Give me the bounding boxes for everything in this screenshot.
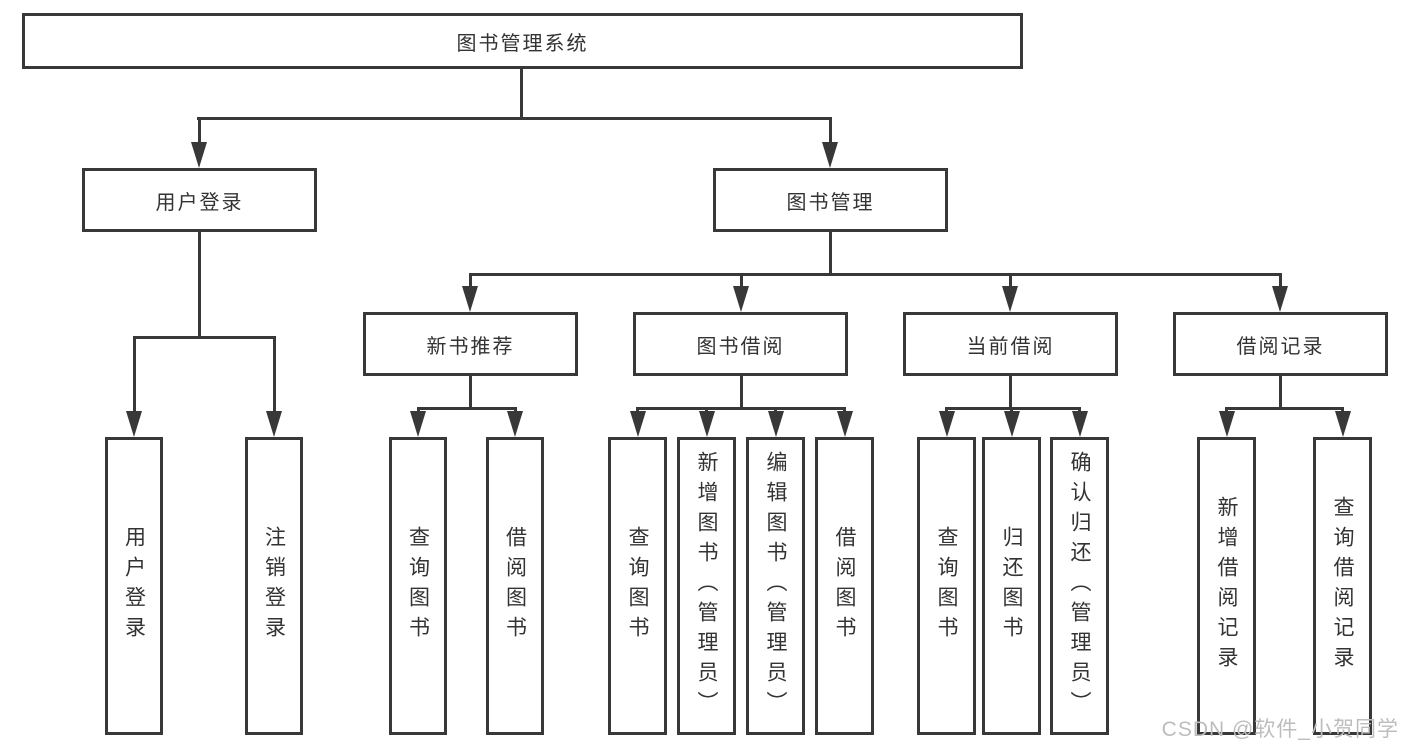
node-label: 确认归还（管理员）: [1068, 451, 1091, 721]
arrow-down-icon: [266, 411, 282, 437]
arrow-down-icon: [1334, 411, 1351, 437]
connector-line: [197, 117, 832, 120]
connector-line: [468, 273, 1282, 276]
leaf-records-query-record: 查询借阅记录: [1313, 437, 1372, 735]
connector-line: [1225, 407, 1343, 410]
arrow-down-icon: [507, 411, 523, 437]
node-label: 编辑图书（管理员）: [764, 451, 787, 721]
arrow-down-icon: [822, 142, 838, 168]
node-label: 图书管理: [786, 191, 875, 214]
connector-line: [636, 407, 639, 414]
node-label: 注销登录: [262, 526, 286, 646]
connector-line: [828, 117, 832, 147]
node-label: 图书借阅: [696, 335, 785, 358]
node-current-borrowing: 当前借阅: [903, 312, 1118, 376]
node-label: 新增图书（管理员）: [695, 451, 718, 721]
arrow-down-icon: [1272, 286, 1288, 312]
leaf-current-return-books: 归还图书: [982, 437, 1041, 735]
connector-line: [705, 407, 708, 414]
connector-line: [469, 376, 472, 410]
node-root-library-system: 图书管理系统: [22, 13, 1023, 69]
connector-line: [416, 407, 420, 414]
leaf-borrow-edit-books-admin: 编辑图书（管理员）: [746, 437, 805, 735]
connector-line: [132, 336, 276, 339]
leaf-current-query-books: 查询图书: [917, 437, 976, 735]
node-label: 查询图书: [935, 526, 958, 646]
arrow-down-icon: [767, 411, 784, 437]
node-book-borrowing: 图书借阅: [633, 312, 848, 376]
connector-line: [468, 273, 472, 290]
leaf-current-confirm-return-admin: 确认归还（管理员）: [1050, 437, 1109, 735]
node-label: 当前借阅: [966, 335, 1055, 358]
connector-line: [520, 69, 523, 120]
leaf-logout: 注销登录: [245, 437, 303, 735]
node-label: 借阅图书: [503, 526, 527, 646]
arrow-down-icon: [462, 286, 478, 312]
connector-line: [945, 407, 948, 414]
node-book-management: 图书管理: [713, 168, 948, 232]
node-label: 查询图书: [626, 526, 649, 646]
leaf-borrow-query-books: 查询图书: [608, 437, 667, 735]
connector-line: [945, 407, 1081, 410]
connector-line: [1078, 407, 1081, 414]
connector-line: [828, 232, 832, 276]
connector-line: [1008, 273, 1012, 290]
node-label: 新增借阅记录: [1215, 496, 1238, 676]
arrow-down-icon: [410, 411, 426, 437]
watermark: CSDN @软件_小贺同学: [1161, 718, 1399, 741]
connector-line: [513, 407, 517, 414]
arrow-down-icon: [733, 286, 749, 312]
connector-line: [843, 407, 846, 414]
arrow-down-icon: [698, 411, 715, 437]
connector-line: [1225, 407, 1228, 414]
connector-line: [739, 273, 743, 290]
arrow-down-icon: [1218, 411, 1235, 437]
connector-line: [1279, 376, 1282, 410]
leaf-newrec-query-books: 查询图书: [389, 437, 447, 735]
connector-line: [1278, 273, 1282, 290]
node-new-book-recommend: 新书推荐: [363, 312, 578, 376]
arrow-down-icon: [938, 411, 955, 437]
node-label: 查询图书: [406, 526, 430, 646]
leaf-records-add-record: 新增借阅记录: [1197, 437, 1256, 735]
node-label: 查询借阅记录: [1331, 496, 1354, 676]
connector-line: [1010, 407, 1013, 414]
node-borrowing-records: 借阅记录: [1173, 312, 1388, 376]
node-label: 用户登录: [122, 526, 146, 646]
arrow-down-icon: [126, 411, 142, 437]
node-label: 归还图书: [1000, 526, 1023, 646]
connector-line: [1009, 376, 1012, 410]
leaf-user-login: 用户登录: [105, 437, 163, 735]
arrow-down-icon: [191, 142, 207, 168]
connector-line: [272, 336, 276, 413]
node-label: 新书推荐: [426, 335, 515, 358]
leaf-newrec-borrow-books: 借阅图书: [486, 437, 544, 735]
arrow-down-icon: [836, 411, 853, 437]
leaf-borrow-add-books-admin: 新增图书（管理员）: [677, 437, 736, 735]
connector-line: [636, 407, 846, 410]
connector-line: [197, 117, 201, 147]
connector-line: [132, 336, 136, 413]
leaf-borrow-borrow-books: 借阅图书: [815, 437, 874, 735]
connector-line: [416, 407, 517, 410]
connector-line: [774, 407, 777, 414]
arrow-down-icon: [1002, 286, 1018, 312]
arrow-down-icon: [629, 411, 646, 437]
connector-line: [197, 232, 201, 339]
arrow-down-icon: [1071, 411, 1088, 437]
node-user-login-branch: 用户登录: [82, 168, 317, 232]
connector-line: [739, 376, 743, 410]
node-label: 借阅图书: [833, 526, 856, 646]
connector-line: [1341, 407, 1344, 414]
arrow-down-icon: [1003, 411, 1020, 437]
node-label: 借阅记录: [1236, 335, 1325, 358]
node-label: 图书管理系统: [456, 32, 589, 55]
node-label: 用户登录: [155, 191, 244, 214]
